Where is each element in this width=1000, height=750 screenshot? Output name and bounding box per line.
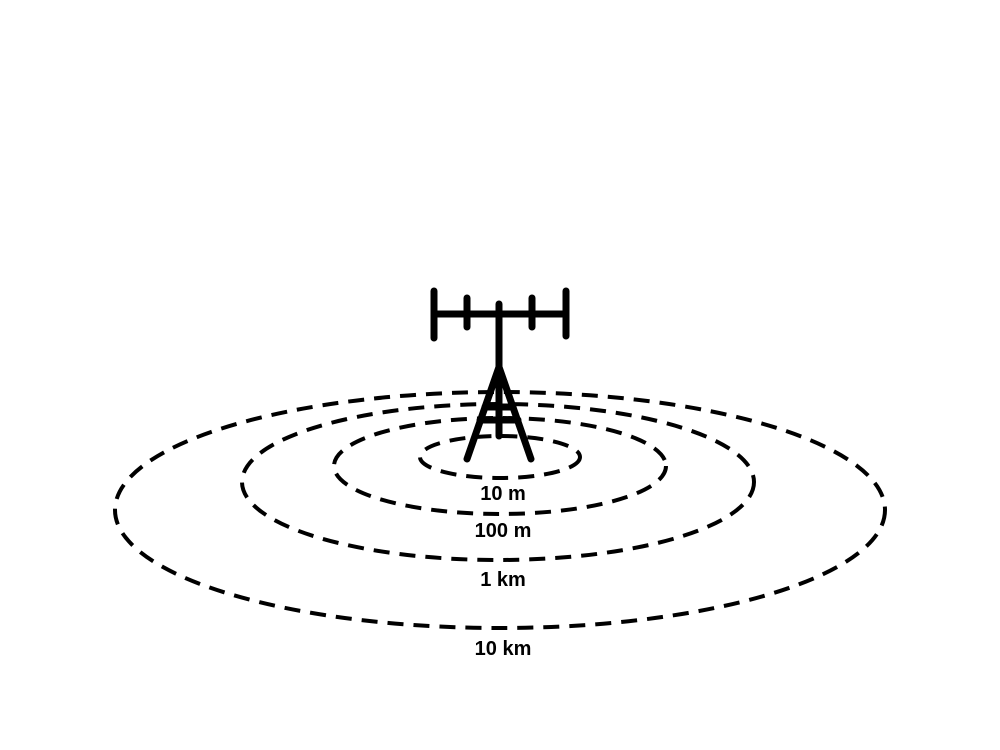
ring-label-1km: 1 km xyxy=(480,569,526,591)
range-ring-10m xyxy=(418,434,582,480)
ring-label-10km: 10 km xyxy=(475,638,532,660)
range-ring-10km xyxy=(113,390,887,630)
range-ring-100m xyxy=(332,416,668,516)
ring-label-100m: 100 m xyxy=(475,520,532,542)
ring-label-10m: 10 m xyxy=(480,483,526,505)
antenna-tower-icon xyxy=(430,287,570,463)
